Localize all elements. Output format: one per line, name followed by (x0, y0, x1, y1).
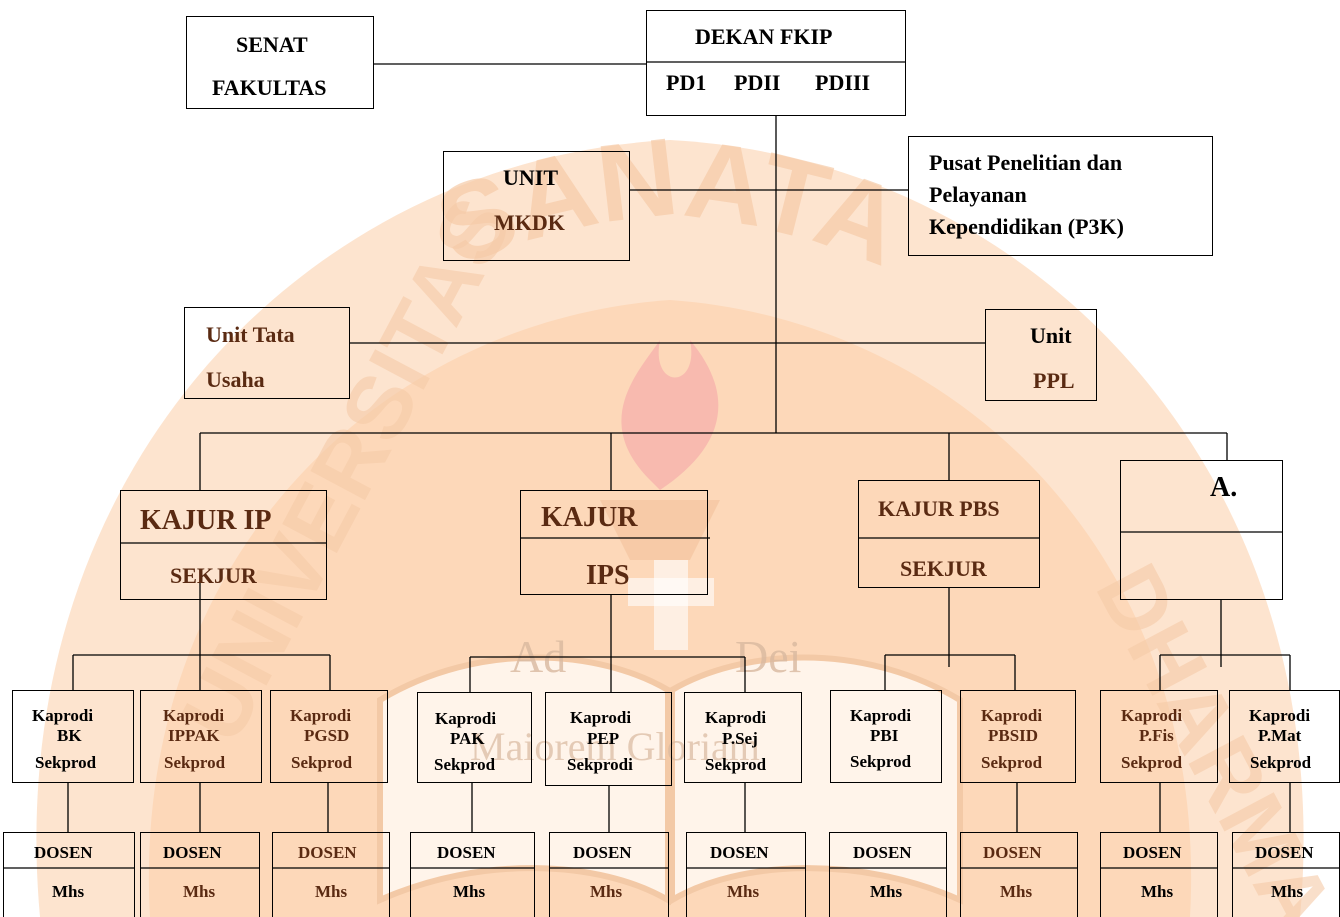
mhs-label-ippak: Mhs (183, 882, 215, 902)
dosen-label-pep: DOSEN (573, 843, 632, 863)
dosen-label-pak: DOSEN (437, 843, 496, 863)
mhs-label-pbi: Mhs (870, 882, 902, 902)
mhs-label-pbsid: Mhs (1000, 882, 1032, 902)
mhs-label-psej: Mhs (727, 882, 759, 902)
dosen-label-pgsd: DOSEN (298, 843, 357, 863)
dosen-label-pmat: DOSEN (1255, 843, 1314, 863)
mhs-label-pak: Mhs (453, 882, 485, 902)
dosen-label-psej: DOSEN (710, 843, 769, 863)
dosen-label-pfis: DOSEN (1123, 843, 1182, 863)
dosen-label-pbsid: DOSEN (983, 843, 1042, 863)
mhs-label-pep: Mhs (590, 882, 622, 902)
mhs-label-pfis: Mhs (1141, 882, 1173, 902)
dosen-label-pbi: DOSEN (853, 843, 912, 863)
dosen-label-bk: DOSEN (34, 843, 93, 863)
mhs-label-pmat: Mhs (1271, 882, 1303, 902)
mhs-label-bk: Mhs (52, 882, 84, 902)
dosen-label-ippak: DOSEN (163, 843, 222, 863)
mhs-label-pgsd: Mhs (315, 882, 347, 902)
